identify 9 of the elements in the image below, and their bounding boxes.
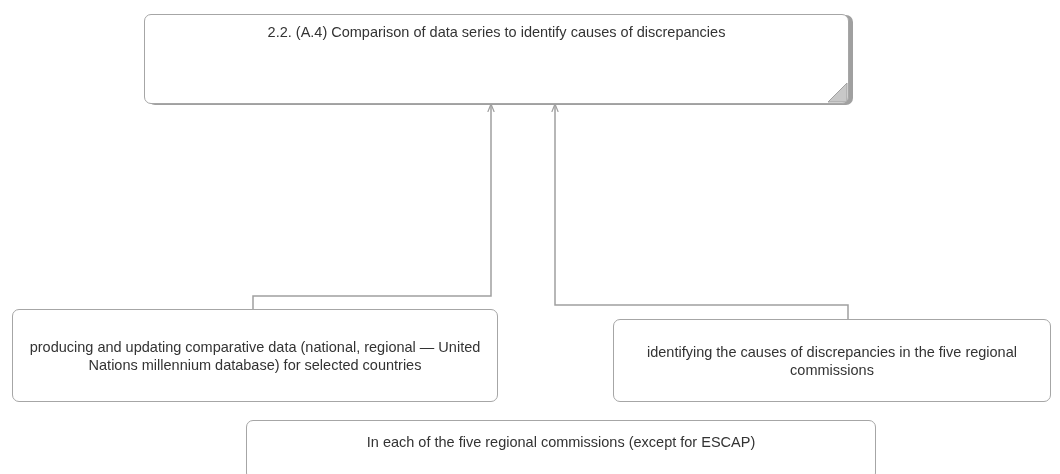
box-label: 2.2. (A.4) Comparison of data series to identify causes of discrepancies (267, 23, 726, 41)
box-label: identifying the causes of discrepancies in the five regional commissions (646, 342, 1018, 379)
process-box (246, 420, 876, 474)
arrow (551, 103, 849, 320)
process-box (12, 309, 498, 402)
box-label: producing and updating comparative data (national, regional — United Nations millennium database) for selected countries (28, 337, 482, 374)
box-label: In each of the five regional commissions (except for ESCAP) (366, 433, 756, 451)
arrow (252, 103, 495, 310)
process-box (613, 319, 1051, 402)
